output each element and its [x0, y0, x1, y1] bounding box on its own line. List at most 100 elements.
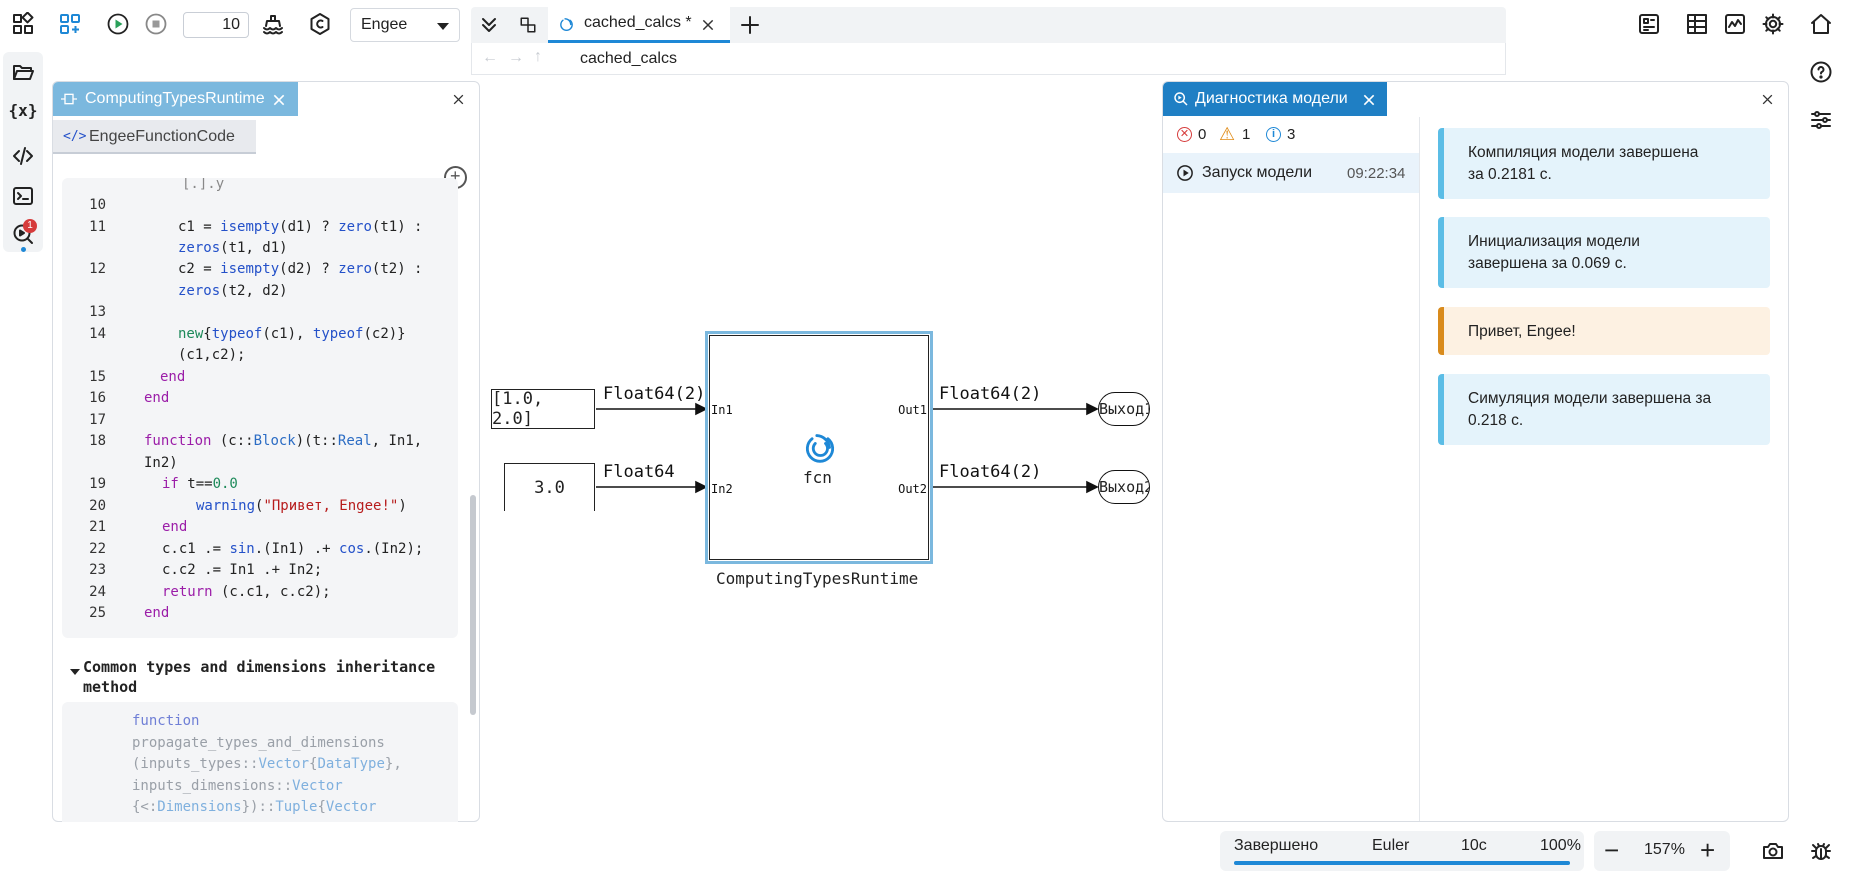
block-icon — [61, 93, 77, 105]
diagnostics-tab-icon — [1174, 92, 1188, 106]
port-in1: In1 — [711, 403, 733, 417]
progress-fill — [1234, 861, 1570, 865]
tab-cached-calcs[interactable]: cached_calcs * — [548, 7, 730, 43]
stop-icon[interactable] — [138, 6, 174, 42]
terminal-icon[interactable] — [5, 178, 41, 214]
run-time: 09:22:34 — [1347, 165, 1406, 182]
scrollbar[interactable] — [470, 495, 476, 715]
solver-select-value: Engee — [361, 16, 408, 33]
outport-2-label: Выход2 — [1099, 478, 1150, 496]
close-icon[interactable] — [1362, 93, 1376, 107]
outport-1[interactable]: Выход1 — [1098, 392, 1150, 426]
play-circle-icon — [1177, 165, 1193, 181]
signal-label-3: Float64(2) — [939, 384, 1042, 404]
info-count: 3 — [1287, 126, 1296, 143]
signal-label-4: Float64(2) — [939, 462, 1042, 482]
settings-sliders-icon[interactable] — [1803, 102, 1839, 138]
add-block-icon[interactable] — [52, 6, 88, 42]
run-label: Запуск модели — [1202, 164, 1313, 181]
outport-1-label: Выход1 — [1099, 400, 1150, 418]
code2-line: propagate_types_and_dimensions — [132, 734, 385, 751]
code-editor-2[interactable]: function propagate_types_and_dimensions … — [62, 702, 458, 822]
list-item-run[interactable]: Запуск модели 09:22:34 — [1163, 153, 1419, 193]
split-view-icon[interactable] — [510, 7, 546, 43]
constant-block-2[interactable]: 3.0 — [504, 463, 595, 511]
code-tab-icon: </> — [63, 129, 87, 144]
engee-function-icon — [805, 434, 835, 463]
function-block[interactable]: In1 In2 Out1 Out2 fcn — [705, 331, 933, 564]
breadcrumb-bar: ← → ↑ cached_calcs — [471, 43, 1506, 75]
tab-computing-types-runtime[interactable]: ComputingTypesRuntime — [53, 82, 298, 116]
variables-icon[interactable]: {x} — [8, 100, 38, 120]
status-solver: Euler — [1372, 837, 1410, 854]
code2-line: inputs_dimensions::Vector — [132, 777, 343, 794]
double-chevron-down-icon[interactable] — [471, 7, 507, 43]
message-text: Привет, Engee! — [1468, 323, 1576, 340]
code-icon[interactable] — [5, 138, 41, 174]
diagnostics-close-icon[interactable] — [1761, 93, 1774, 106]
constant-2-value: 3.0 — [534, 477, 565, 498]
zoom-in-icon[interactable]: + — [1700, 835, 1716, 865]
camera-icon[interactable] — [1755, 833, 1791, 869]
zoom-out-icon[interactable]: − — [1604, 835, 1620, 865]
steps-input[interactable]: 10 — [183, 12, 249, 38]
info-icon[interactable]: i — [1266, 127, 1281, 142]
block-name-label[interactable]: ComputingTypesRuntime — [716, 569, 919, 588]
close-icon[interactable] — [700, 17, 716, 33]
graph-icon[interactable] — [1717, 6, 1753, 42]
message-text: 0.218 с. — [1468, 412, 1524, 429]
tab-label: cached_calcs * — [584, 14, 692, 31]
apps-icon[interactable] — [5, 6, 41, 42]
steps-value: 10 — [222, 16, 240, 33]
code2-line: (inputs_types::Vector{DataType}, — [132, 756, 402, 772]
simulation-status: Завершено Euler 10с 100% — [1220, 831, 1584, 871]
gear-icon[interactable] — [1755, 6, 1791, 42]
up-arrow-icon[interactable]: ↑ — [534, 48, 542, 65]
warning-icon[interactable]: ⚠ — [1219, 124, 1236, 144]
progress-track — [1234, 861, 1570, 865]
active-indicator — [21, 247, 26, 252]
home-icon[interactable] — [1803, 6, 1839, 42]
message-info: Симуляция модели завершена за 0.218 с. — [1438, 374, 1770, 445]
tab-diagnostics[interactable]: Диагностика модели — [1163, 82, 1387, 116]
panel-title: ComputingTypesRuntime — [85, 90, 265, 107]
error-count: 0 — [1198, 126, 1207, 143]
add-tab-icon[interactable] — [732, 7, 768, 43]
run-icon[interactable] — [100, 6, 136, 42]
message-warning: Привет, Engee! — [1438, 307, 1770, 355]
constant-block-1[interactable]: [1.0, 2.0] — [491, 389, 595, 429]
forward-arrow-icon[interactable]: → — [508, 49, 524, 66]
status-progress-label: 100% — [1540, 837, 1581, 854]
error-icon[interactable]: ✕ — [1177, 127, 1192, 142]
code2-line: {<:Dimensions})::Tuple{Vector — [132, 799, 377, 815]
code-gen-icon[interactable] — [302, 6, 338, 42]
message-info: Инициализация модели завершена за 0.069 … — [1438, 217, 1770, 288]
solver-select[interactable]: Engee — [350, 8, 460, 42]
debug-icon[interactable] — [1803, 833, 1839, 869]
folder-icon[interactable] — [5, 54, 41, 90]
outport-2[interactable]: Выход2 — [1098, 470, 1150, 504]
registers-icon[interactable] — [1631, 6, 1667, 42]
diagnostics-icon[interactable] — [5, 216, 41, 252]
message-text: завершена за 0.069 с. — [1468, 255, 1627, 272]
function-block-inner — [709, 335, 929, 560]
model-icon — [560, 18, 573, 31]
port-out1: Out1 — [898, 403, 927, 417]
code2-line: function — [132, 713, 200, 729]
chevron-down-icon — [437, 23, 449, 30]
panel-close-icon[interactable] — [452, 93, 465, 106]
back-arrow-icon[interactable]: ← — [482, 49, 498, 66]
caret-down-icon[interactable] — [70, 664, 84, 678]
help-icon[interactable] — [1803, 54, 1839, 90]
warning-count: 1 — [1242, 126, 1251, 143]
status-time: 10с — [1461, 837, 1487, 854]
breadcrumb[interactable]: cached_calcs — [580, 50, 677, 67]
section-title[interactable]: Common types and dimensions inheritance … — [83, 658, 436, 696]
tab-engee-function-code[interactable]: </> EngeeFunctionCode — [53, 120, 256, 154]
table-icon[interactable] — [1679, 6, 1715, 42]
close-icon[interactable] — [272, 93, 286, 107]
message-text: за 0.2181 с. — [1468, 166, 1552, 183]
subtab-label: EngeeFunctionCode — [89, 128, 235, 145]
ship-icon[interactable] — [255, 6, 291, 42]
